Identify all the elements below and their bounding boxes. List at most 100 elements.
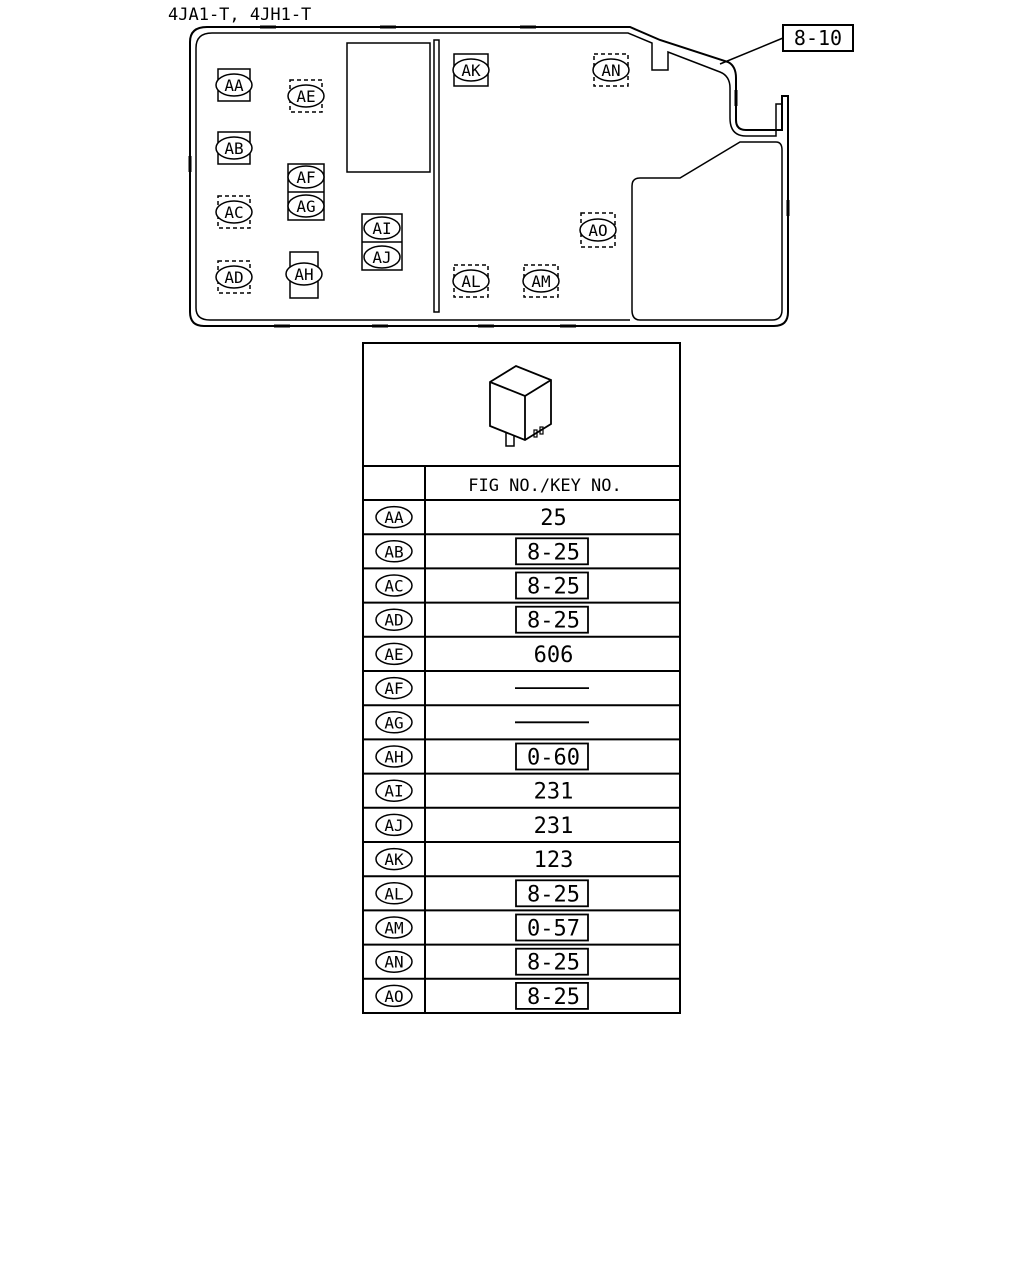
row-fig-ref: 8-25	[527, 609, 580, 634]
table-row[interactable]: AL 8-25	[363, 879, 680, 912]
layout-relay-ai-aj[interactable]: AI AJ	[361, 213, 403, 271]
row-key-badge: AD	[375, 608, 413, 631]
row-fig-ref: 0-57	[527, 917, 580, 942]
relay-box-outline	[188, 25, 790, 328]
row-key: AO	[384, 987, 403, 1006]
layout-relay-an[interactable]: AN	[592, 53, 630, 87]
table-row[interactable]: AM 0-57	[363, 913, 680, 946]
figure-ref-leader	[719, 37, 784, 65]
figure-link-box	[515, 537, 589, 566]
row-key-badge: AE	[375, 642, 413, 666]
figure-link-box	[515, 879, 589, 908]
row-fig-ref: 8-25	[527, 882, 580, 907]
relay-label: AJ	[372, 248, 391, 267]
layout-relay-ao[interactable]: AO	[579, 212, 617, 248]
table-row[interactable]: AI 231	[363, 779, 680, 809]
relay-label: AG	[296, 197, 315, 216]
row-key-badge: AK	[375, 847, 413, 871]
row-fig-ref: 8-25	[527, 575, 580, 600]
relay-label: AI	[372, 219, 391, 238]
row-key: AB	[384, 542, 403, 561]
row-key: AD	[384, 611, 403, 630]
row-key: AG	[384, 713, 403, 732]
row-key-badge: AO	[375, 984, 413, 1008]
table-row[interactable]: AJ 231	[363, 813, 680, 843]
layout-relay-ae[interactable]: AE	[287, 79, 325, 113]
row-key-badge: AB	[375, 540, 413, 563]
figure-link-box	[515, 605, 589, 634]
table-row[interactable]: AA 25	[363, 505, 680, 536]
layout-relay-ac[interactable]: AC	[215, 195, 253, 229]
row-key-badge: AI	[375, 779, 413, 802]
row-key: AJ	[384, 816, 403, 835]
layout-relay-ad[interactable]: AD	[215, 260, 253, 294]
row-key: AF	[384, 679, 403, 698]
divider-bar	[433, 39, 440, 313]
figure-link-box	[515, 742, 589, 771]
relay-label: AA	[224, 76, 244, 95]
table-row[interactable]: AF	[363, 676, 680, 707]
table-row[interactable]: AK 123	[363, 847, 680, 878]
table-row[interactable]: AO 8-25	[375, 982, 589, 1010]
figure-link-box	[515, 913, 589, 942]
row-key: AK	[384, 850, 404, 869]
row-fig-ref: 0-60	[527, 746, 580, 771]
layout-relay-ab[interactable]: AB	[215, 131, 253, 165]
relay-label: AN	[601, 61, 620, 80]
relay-icon	[489, 364, 552, 447]
row-key-badge: AG	[375, 711, 413, 734]
row-key: AN	[384, 953, 403, 972]
layout-relay-ah[interactable]: AH	[285, 251, 323, 299]
table-row[interactable]: AD 8-25	[363, 605, 680, 638]
row-key: AC	[384, 577, 403, 596]
table-row[interactable]: AH 0-60	[363, 742, 680, 775]
row-key-ref: 231	[534, 814, 574, 839]
figure-ref-box[interactable]: 8-10	[782, 24, 854, 52]
row-key: AL	[384, 884, 403, 903]
row-key-badge: AL	[375, 882, 413, 905]
row-key-badge: AH	[375, 745, 413, 768]
relay-label: AK	[461, 61, 481, 80]
row-fig-ref: 8-25	[527, 951, 580, 976]
row-key-badge: AM	[375, 916, 413, 939]
row-key-ref: 123	[534, 848, 574, 873]
relay-label: AB	[224, 139, 243, 158]
row-key-badge: AC	[375, 574, 413, 597]
fuse-block	[346, 42, 431, 173]
row-key-ref: 231	[534, 780, 574, 805]
relay-label: AE	[296, 87, 315, 106]
layout-relay-ak[interactable]: AK	[452, 53, 490, 87]
row-key-ref: 606	[534, 643, 574, 668]
layout-relay-af-ag[interactable]: AF AG	[287, 163, 325, 221]
relay-label: AF	[296, 168, 315, 187]
table-frame	[362, 342, 681, 1014]
table-row[interactable]: AC 8-25	[363, 571, 680, 604]
layout-relay-aa[interactable]: AA	[215, 68, 253, 102]
row-key-badge: AA	[375, 505, 413, 529]
relay-label: AL	[461, 272, 480, 291]
layout-relay-am[interactable]: AM	[522, 264, 560, 298]
figure-link-box	[515, 947, 589, 976]
row-key-ref: 25	[540, 506, 567, 531]
relay-label: AH	[294, 265, 313, 284]
engine-models-label: 4JA1-T, 4JH1-T	[168, 5, 311, 25]
relay-label: AC	[224, 203, 243, 222]
relay-label: AO	[588, 221, 607, 240]
table-row[interactable]: AE 606	[363, 642, 680, 672]
figure-link-box	[515, 571, 589, 600]
figure-ref-text: 8-10	[794, 26, 842, 50]
row-key: AA	[384, 508, 404, 527]
relay-label: AD	[224, 268, 243, 287]
relay-label: AM	[531, 272, 550, 291]
table-row[interactable]: AN 8-25	[363, 947, 680, 980]
row-key-badge: AJ	[375, 813, 413, 837]
figure-link-box	[515, 982, 589, 1010]
layout-relay-al[interactable]: AL	[452, 264, 490, 298]
row-key: AH	[384, 748, 403, 767]
row-fig-ref: 8-25	[527, 985, 580, 1010]
table-row[interactable]: AG	[363, 711, 680, 741]
